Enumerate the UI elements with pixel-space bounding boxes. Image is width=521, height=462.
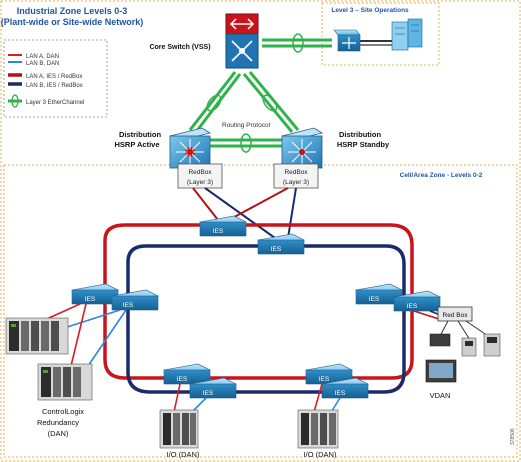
core-switch-label: Core Switch (VSS)	[149, 44, 210, 51]
legend-lan-b-ies-label: LAN B, IES / RedBox	[26, 83, 83, 89]
controllogix-label-3: (DAN)	[48, 429, 69, 438]
link-ies-to-controllogix-c	[69, 303, 87, 371]
io-module-right-icon	[297, 409, 339, 449]
io-right-label: I/O (DAN)	[304, 450, 337, 459]
io-module-left-icon	[159, 409, 199, 449]
link-ies-to-io-left-a	[173, 383, 181, 413]
redbox-right-line2: (Layer 3)	[283, 179, 309, 186]
etherchannel-links	[188, 33, 332, 153]
redbox-left-line2: (Layer 3)	[187, 179, 213, 186]
level3-zone-border	[321, 2, 440, 66]
link-ies-to-io-right-a	[313, 383, 323, 413]
ies-switch-top-center: IES	[257, 233, 305, 255]
vdan-label: VDAN	[430, 391, 451, 400]
legend-etherchannel-label: Layer 3 EtherChannel	[26, 100, 84, 106]
ies-label: IES	[213, 228, 224, 235]
legend-etherchannel-ring	[11, 94, 19, 108]
legend-lan-a-ies-label: LAN A, IES / RedBox	[26, 74, 82, 80]
distribution-active-switch-icon	[168, 127, 212, 169]
link-ies-to-controllogix-d	[83, 309, 127, 373]
redbox-left-line1: RedBox	[188, 169, 212, 176]
ies-label: IES	[123, 302, 134, 309]
routing-protocol-label: Routing Protocol	[222, 122, 271, 129]
link-ies-to-controllogix-b	[57, 309, 121, 331]
level3-title: Level 3 – Site Operations	[331, 7, 409, 14]
cell-area-zone-title: Cell/Area Zone - Levels 0-2	[400, 172, 483, 179]
io-left-label: I/O (DAN)	[167, 450, 200, 459]
industrial-zone-title: Industrial Zone Levels 0-3	[17, 6, 128, 16]
ies-label: IES	[407, 303, 418, 310]
ies-switch-right-1: IES	[355, 283, 403, 305]
level3-switch-icon	[333, 29, 361, 52]
ies-label: IES	[271, 246, 282, 253]
cell-area-zone-border	[3, 164, 518, 458]
ies-switch-bottom-left-1: IES	[163, 363, 211, 385]
ies-label: IES	[335, 390, 346, 397]
distribution-active-label-1: Distribution	[119, 130, 161, 139]
footer-code: 378506	[510, 428, 516, 445]
ies-label: IES	[177, 376, 188, 383]
lan-a-ring	[103, 223, 414, 380]
etherchannel-ring-core-level3	[292, 33, 304, 53]
ies-switch-bottom-left-2: IES	[189, 377, 237, 399]
controllogix-label-2: Redundancy	[37, 418, 79, 427]
lan-b-ring	[126, 244, 406, 394]
controllogix-label-1: ControlLogix	[42, 407, 84, 416]
ies-label: IES	[369, 296, 380, 303]
ies-switch-bottom-right-2: IES	[321, 377, 369, 399]
redbox-right: RedBox (Layer 3)	[273, 163, 319, 189]
legend-box	[3, 39, 108, 118]
dist-standby-to-ies-top-right	[287, 187, 297, 239]
controllogix-chassis-bottom-icon	[37, 363, 93, 401]
ies-switch-right-2: IES	[393, 290, 441, 312]
dist-active-to-ies-top-left	[192, 187, 219, 221]
vdan-redbox-label: Red Box	[443, 312, 469, 319]
ies-switch-top-left: IES	[199, 215, 247, 237]
distribution-standby-label-1: Distribution	[339, 130, 381, 139]
dist-standby-to-ies-top-left	[224, 187, 289, 223]
etherchannel-ring-core-right	[262, 94, 278, 112]
vdan-device-3-icon	[483, 333, 501, 357]
legend: LAN A, DAN LAN B, DAN LAN A, IES / RedBo…	[3, 39, 108, 118]
redbox-right-line1: RedBox	[284, 169, 308, 176]
etherchannel-ring-distribution	[240, 133, 252, 153]
distribution-active-label-2: HSRP Active	[114, 140, 159, 149]
ies-switch-left-2: IES	[111, 289, 159, 311]
ies-label: IES	[85, 296, 96, 303]
ies-label: IES	[319, 376, 330, 383]
ies-switch-left-1: IES	[71, 283, 119, 305]
legend-lan-b-dan-label: LAN B, DAN	[26, 61, 59, 67]
vdan-redbox: Red Box	[437, 306, 473, 322]
vdan-device-2-icon	[461, 337, 477, 357]
level3-server-icon	[391, 18, 423, 51]
etherchannel-ring-core-left	[206, 94, 222, 112]
legend-lan-a-dan-label: LAN A, DAN	[26, 54, 59, 60]
distribution-standby-switch-icon	[280, 127, 324, 169]
redbox-left: RedBox (Layer 3)	[177, 163, 223, 189]
core-switch-icon	[225, 13, 259, 69]
vdan-device-1-icon	[429, 333, 451, 347]
industrial-zone-subtitle: (Plant-wide or Site-wide Network)	[1, 17, 144, 27]
vdan-hmi-icon	[425, 359, 457, 383]
ies-label: IES	[203, 390, 214, 397]
distribution-standby-label-2: HSRP Standby	[337, 140, 390, 149]
controllogix-chassis-top-icon	[5, 317, 69, 355]
